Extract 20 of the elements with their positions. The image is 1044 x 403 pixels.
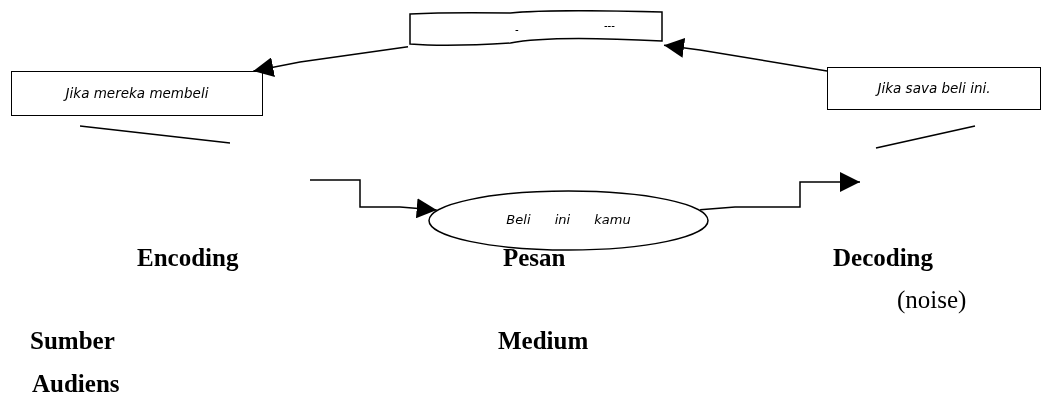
message-ellipse xyxy=(428,190,709,251)
node-text: --- xyxy=(604,20,615,31)
diagram-label: (noise) xyxy=(897,286,967,314)
arrow xyxy=(663,37,828,72)
diagram-label: Encoding xyxy=(137,244,239,272)
arrow xyxy=(309,179,438,219)
banner-box xyxy=(408,10,664,47)
diagram-label: Medium xyxy=(498,327,589,355)
arrow xyxy=(699,172,861,211)
node-text: - xyxy=(515,24,519,35)
diagram-label: Audiens xyxy=(32,370,120,398)
node-text: Jika mereka membeli xyxy=(62,85,210,101)
node-text: Jika sava beli ini. xyxy=(874,80,992,96)
node-text: Beli ini kamu xyxy=(505,212,632,227)
diagram-label: Pesan xyxy=(503,244,566,272)
diagram-label: Decoding xyxy=(833,244,933,272)
arrow xyxy=(252,45,409,77)
diagram-label: Sumber xyxy=(30,327,115,355)
text-box xyxy=(11,71,263,116)
text-box xyxy=(827,67,1041,110)
